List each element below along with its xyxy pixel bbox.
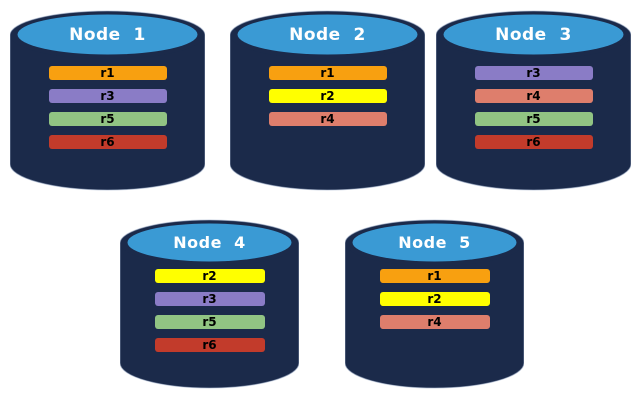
database-cylinder-icon [230, 10, 425, 191]
node-title: Node 3 [495, 25, 572, 45]
replica-bar-r4: r4 [474, 89, 593, 103]
node-title: Node 4 [173, 232, 246, 252]
replica-list: r1 r2 r4 [268, 66, 387, 135]
replica-bar-r6: r6 [154, 338, 265, 352]
replica-bar-r1: r1 [379, 269, 490, 283]
replica-bar-r3: r3 [154, 292, 265, 306]
replica-bar-r5: r5 [154, 315, 265, 329]
node-3-cylinder: Node 3 r3 r4 r5 r6 [436, 7, 631, 192]
node-title: Node 5 [398, 232, 471, 252]
replica-list: r1 r3 r5 r6 [48, 66, 167, 158]
replica-bar-r1: r1 [268, 66, 387, 80]
replica-bar-r2: r2 [379, 292, 490, 306]
replica-bar-r3: r3 [474, 66, 593, 80]
replica-bar-r2: r2 [154, 269, 265, 283]
node-1-cylinder: Node 1 r1 r3 r5 r6 [10, 7, 205, 192]
replica-bar-r4: r4 [268, 112, 387, 126]
replica-bar-r5: r5 [474, 112, 593, 126]
node-title: Node 2 [289, 25, 366, 45]
replica-list: r3 r4 r5 r6 [474, 66, 593, 158]
replica-bar-r3: r3 [48, 89, 167, 103]
replica-list: r1 r2 r4 [379, 269, 490, 338]
replica-bar-r1: r1 [48, 66, 167, 80]
replica-bar-r5: r5 [48, 112, 167, 126]
replica-list: r2 r3 r5 r6 [154, 269, 265, 361]
node-5-cylinder: Node 5 r1 r2 r4 [345, 217, 524, 389]
replica-bar-r6: r6 [48, 135, 167, 149]
database-cylinder-icon [436, 10, 631, 191]
node-2-cylinder: Node 2 r1 r2 r4 [230, 7, 425, 192]
node-4-cylinder: Node 4 r2 r3 r5 r6 [120, 217, 299, 389]
replica-bar-r2: r2 [268, 89, 387, 103]
replica-bar-r6: r6 [474, 135, 593, 149]
replica-bar-r4: r4 [379, 315, 490, 329]
node-title: Node 1 [69, 25, 146, 45]
